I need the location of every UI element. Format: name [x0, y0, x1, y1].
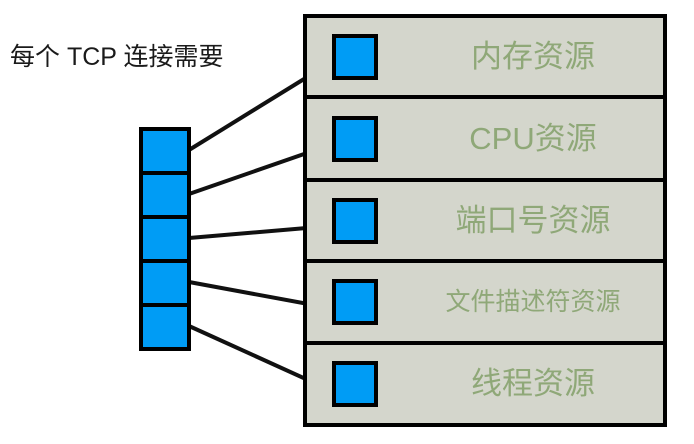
resource-row-cpu: CPU资源 — [307, 99, 663, 182]
resource-chip-icon — [332, 279, 378, 325]
resource-row-label: 文件描述符资源 — [445, 288, 621, 316]
resource-row-thread: 线程资源 — [307, 345, 663, 423]
resource-row-label: 内存资源 — [471, 38, 595, 74]
resource-chip-icon — [332, 197, 378, 244]
resource-row-port: 端口号资源 — [307, 182, 663, 263]
resource-chip-icon — [332, 361, 378, 407]
resource-row-file-descriptor: 文件描述符资源 — [307, 263, 663, 345]
resource-chip-icon — [332, 33, 378, 80]
stack-cell-5 — [139, 303, 191, 351]
stack-cell-3 — [139, 215, 191, 263]
resource-row-label: CPU资源 — [469, 120, 597, 156]
resource-row-label: 端口号资源 — [455, 202, 611, 238]
resource-row-memory: 内存资源 — [307, 18, 663, 99]
resource-chip-icon — [332, 115, 378, 162]
connection-resource-stack — [139, 127, 191, 351]
resource-row-label: 线程资源 — [471, 366, 595, 401]
stack-cell-4 — [139, 259, 191, 307]
stack-cell-2 — [139, 171, 191, 219]
diagram-caption: 每个 TCP 连接需要 — [10, 43, 224, 71]
stack-cell-1 — [139, 127, 191, 175]
resource-panel: 内存资源 CPU资源 端口号资源 文件描述符资源 线程资源 — [303, 14, 667, 427]
